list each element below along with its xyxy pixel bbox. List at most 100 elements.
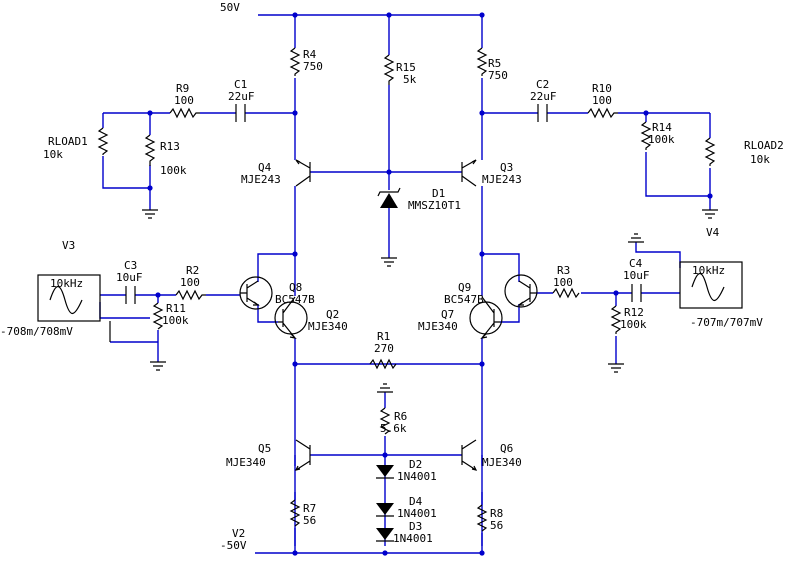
r2-name: R2 bbox=[186, 264, 199, 277]
r13-symbol bbox=[144, 134, 156, 166]
r3-name: R3 bbox=[557, 264, 570, 277]
q5-part: MJE340 bbox=[226, 456, 266, 469]
q6-name: Q6 bbox=[500, 442, 513, 455]
d4-part: 1N4001 bbox=[397, 507, 437, 520]
q3-name: Q3 bbox=[500, 161, 513, 174]
q5-symbol bbox=[294, 439, 311, 471]
ground-icon bbox=[608, 363, 624, 373]
r15-name: R15 bbox=[396, 61, 416, 74]
c2-name: C2 bbox=[536, 78, 549, 91]
d3-part: 1N4001 bbox=[393, 532, 433, 545]
r12-name: R12 bbox=[624, 306, 644, 319]
rload1-name: RLOAD1 bbox=[48, 135, 88, 148]
r12-value: 100k bbox=[620, 318, 647, 331]
r5-value: 750 bbox=[488, 69, 508, 82]
r14-symbol bbox=[640, 121, 652, 150]
r5-symbol bbox=[476, 47, 488, 76]
vpos-label: 50V bbox=[220, 1, 240, 14]
r3-value: 100 bbox=[553, 276, 573, 289]
r14-name: R14 bbox=[652, 121, 672, 134]
transistor-symbols bbox=[239, 159, 538, 471]
r9-name: R9 bbox=[176, 82, 189, 95]
r1-value: 270 bbox=[374, 342, 394, 355]
ground-icon bbox=[377, 383, 393, 393]
r15-symbol bbox=[383, 54, 395, 85]
q9-symbol bbox=[504, 274, 538, 308]
r3-symbol bbox=[552, 287, 580, 299]
d2-symbol bbox=[376, 465, 394, 479]
q4-symbol bbox=[295, 159, 311, 187]
v4-amplitude: -707m/707mV bbox=[690, 316, 763, 329]
diode-symbols bbox=[376, 187, 401, 542]
source-v3[interactable] bbox=[37, 274, 111, 342]
ground-icon bbox=[628, 233, 644, 243]
q7-name: Q7 bbox=[441, 308, 454, 321]
ground-icon bbox=[381, 257, 397, 267]
d1-name: D1 bbox=[432, 187, 445, 200]
q8-symbol bbox=[239, 276, 273, 310]
r7-symbol bbox=[289, 499, 301, 527]
c3-symbol bbox=[125, 286, 136, 304]
rload2-symbol bbox=[704, 137, 716, 166]
r11-value: 100k bbox=[162, 314, 189, 327]
r11-symbol bbox=[152, 302, 164, 330]
resistor-symbols bbox=[97, 47, 716, 532]
r2-value: 100 bbox=[180, 276, 200, 289]
r10-value: 100 bbox=[592, 94, 612, 107]
r8-symbol bbox=[476, 504, 488, 532]
c4-name: C4 bbox=[629, 257, 643, 270]
d3-name: D3 bbox=[409, 520, 422, 533]
q2-name: Q2 bbox=[326, 308, 339, 321]
r8-name: R8 bbox=[490, 507, 503, 520]
r13-name: R13 bbox=[160, 140, 180, 153]
r4-name: R4 bbox=[303, 48, 317, 61]
c4-symbol bbox=[631, 284, 642, 302]
q5-name: Q5 bbox=[258, 442, 271, 455]
vneg-label: -50V bbox=[220, 539, 247, 552]
r9-value: 100 bbox=[174, 94, 194, 107]
r6-name: R6 bbox=[394, 410, 407, 423]
r6-value: 5.6k bbox=[380, 422, 407, 435]
q8-part: BC547B bbox=[275, 293, 315, 306]
d4-symbol bbox=[376, 503, 394, 517]
r6-symbol bbox=[379, 407, 391, 435]
rload1-value: 10k bbox=[43, 148, 63, 161]
r5-name: R5 bbox=[488, 57, 501, 70]
v3-amplitude: -708m/708mV bbox=[0, 325, 73, 338]
q3-symbol bbox=[461, 159, 477, 187]
q6-part: MJE340 bbox=[482, 456, 522, 469]
vneg-name: V2 bbox=[232, 527, 245, 540]
ground-icon bbox=[142, 209, 158, 219]
v4-name: V4 bbox=[706, 226, 720, 239]
q7-part: MJE340 bbox=[418, 320, 458, 333]
d2-part: 1N4001 bbox=[397, 470, 437, 483]
q6-symbol bbox=[461, 439, 478, 471]
d4-name: D4 bbox=[409, 495, 423, 508]
v3-name: V3 bbox=[62, 239, 75, 252]
r1-name: R1 bbox=[377, 330, 390, 343]
c3-name: C3 bbox=[124, 259, 137, 272]
ground-icon bbox=[150, 361, 166, 371]
c3-value: 10uF bbox=[116, 271, 143, 284]
q4-name: Q4 bbox=[258, 161, 272, 174]
r11-name: R11 bbox=[166, 302, 186, 315]
c1-value: 22uF bbox=[228, 90, 255, 103]
ground-icon bbox=[702, 209, 718, 219]
rload2-value: 10k bbox=[750, 153, 770, 166]
c1-name: C1 bbox=[234, 78, 247, 91]
r12-symbol bbox=[610, 305, 622, 334]
q9-name: Q9 bbox=[458, 281, 471, 294]
q3-part: MJE243 bbox=[482, 173, 522, 186]
c2-symbol bbox=[537, 104, 548, 122]
rload1-symbol bbox=[97, 127, 109, 155]
r10-name: R10 bbox=[592, 82, 612, 95]
c1-symbol bbox=[235, 104, 246, 122]
r13-value: 100k bbox=[160, 164, 187, 177]
r7-value: 56 bbox=[303, 514, 316, 527]
v4-freq: 10kHz bbox=[692, 264, 725, 277]
source-v4[interactable] bbox=[679, 261, 743, 309]
wires bbox=[99, 14, 711, 554]
r9-symbol bbox=[169, 107, 200, 119]
r7-name: R7 bbox=[303, 502, 316, 515]
